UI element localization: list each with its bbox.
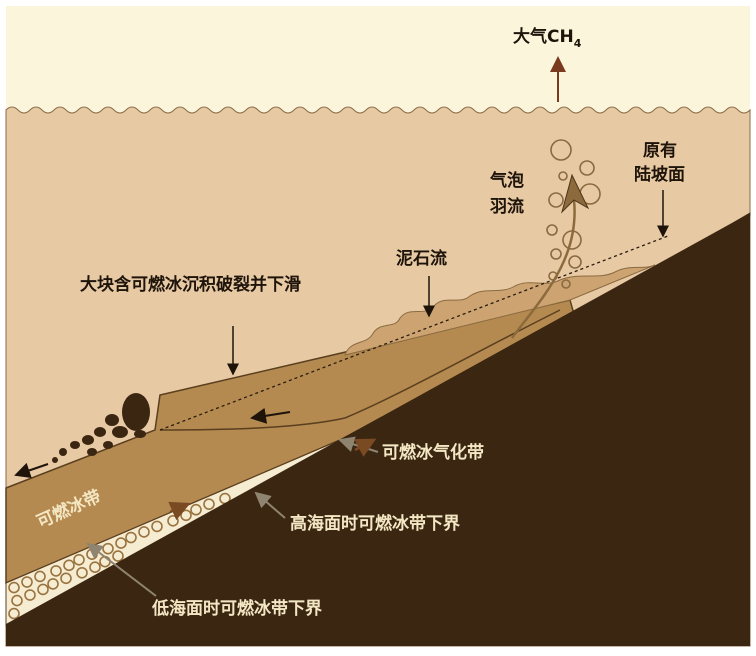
- original-slope-label-1: 原有: [643, 140, 677, 161]
- hydrate-bubble-circle: [76, 566, 88, 579]
- hydrate-bubble-circle: [63, 559, 75, 572]
- hydrate-bubble-circle: [24, 589, 36, 601]
- gas-migration-arrow: [354, 438, 377, 457]
- original-slope-label-2: 陆坡面: [634, 164, 685, 185]
- hydrate-bubble-circle: [11, 594, 23, 607]
- hydrate-bubble-circle: [50, 565, 62, 577]
- hydrate-bubble-circle: [37, 583, 49, 596]
- hydrate-bubble-circles: [8, 492, 231, 620]
- high-sealevel-boundary-arrow: [254, 491, 286, 519]
- atmosphere-ch4-subscript: 4: [574, 37, 582, 50]
- bubble-plume-path: [510, 199, 576, 339]
- debris-flow-mound: [344, 264, 656, 356]
- hydrate-bubble-circle: [151, 520, 163, 533]
- slide-plane: [159, 309, 561, 431]
- hydrate-bubble-circle: [21, 576, 33, 588]
- hydrate-bubble-circle: [8, 607, 20, 620]
- hydrate-bubble-circle: [89, 561, 101, 574]
- hydrate-bubble-circle: [138, 526, 150, 538]
- bubble-plume-label-1: 气泡: [489, 170, 524, 191]
- bedrock: [6, 213, 750, 646]
- hydrate-bubble-circle: [47, 578, 59, 590]
- rubble-movement-arrow: [14, 462, 49, 479]
- low-sealevel-boundary-arrow: [86, 542, 157, 597]
- original-slope-dashed-line: [159, 235, 669, 431]
- high-sealevel-boundary-label: 高海面时可燃冰带下界: [290, 513, 460, 534]
- hydrate-bubble-circle: [112, 550, 124, 562]
- atmosphere-ch4-text: 大气CH: [513, 26, 574, 47]
- low-sealevel-boundary-label: 低海面时可燃冰带下界: [151, 598, 322, 619]
- dissociation-zone-label: 可燃冰气化带: [382, 442, 484, 463]
- slide-movement-arrow: [250, 407, 291, 424]
- hydrate-bubble-circle: [203, 498, 215, 510]
- bubble-plume-arrowhead: [561, 173, 590, 214]
- bubble-plume-label-2: 羽流: [490, 196, 524, 217]
- hydrate-bubble-circle: [34, 570, 46, 583]
- atmosphere-ch4-label: 大气CH4: [513, 26, 582, 50]
- slide-block-label: 大块含可燃冰沉积破裂并下滑: [80, 274, 301, 295]
- hydrate-bubble-circle: [73, 553, 85, 566]
- hydrate-bubble-circle: [190, 503, 202, 516]
- rubble-blocks: [52, 393, 150, 463]
- hydrate-bubble-circle: [125, 531, 137, 544]
- debris-flow-label: 泥石流: [396, 248, 447, 269]
- hydrate-bubble-circle: [60, 572, 72, 585]
- hydrate-bubble-circle: [115, 537, 127, 549]
- hydrate-bubble-circle: [8, 581, 20, 594]
- gas-migration-arrow: [168, 501, 191, 521]
- bubble-plume-bubbles: [546, 139, 601, 289]
